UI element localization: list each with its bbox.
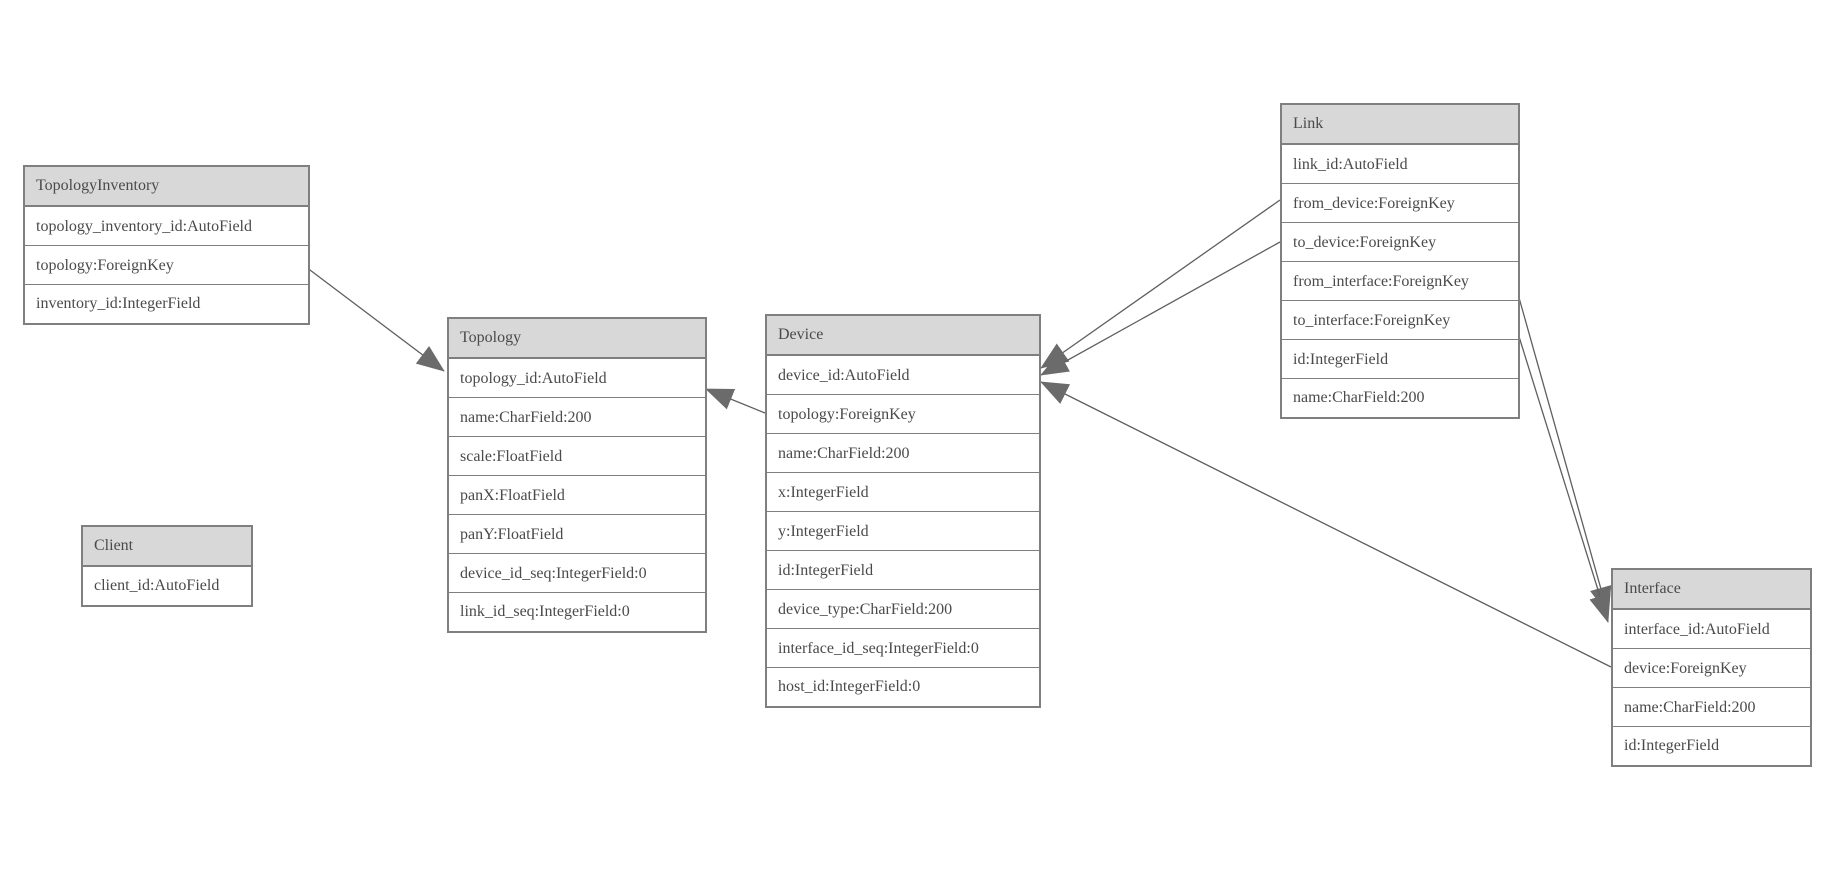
entity-field-row: topology:ForeignKey xyxy=(25,246,308,285)
entity-field-row: link_id:AutoField xyxy=(1282,145,1518,184)
relation-topologyinventory-topology-to-topology xyxy=(305,266,445,372)
entity-field-row: x:IntegerField xyxy=(767,473,1039,512)
entity-title: Client xyxy=(83,527,251,567)
relation-link-to-interface-to-interface xyxy=(1515,326,1611,623)
entity-field-row: inventory_id:IntegerField xyxy=(25,285,308,323)
relation-device-topology-to-topology xyxy=(705,388,766,414)
entity-field-row: id:IntegerField xyxy=(1613,727,1810,765)
entity-field-row: name:CharField:200 xyxy=(1282,379,1518,417)
entity-field-row: interface_id:AutoField xyxy=(1613,610,1810,649)
entity-field-row: topology_id:AutoField xyxy=(449,359,705,398)
entity-field-row: to_device:ForeignKey xyxy=(1282,223,1518,262)
entity-field-row: link_id_seq:IntegerField:0 xyxy=(449,593,705,631)
entity-title: TopologyInventory xyxy=(25,167,308,207)
entity-field-row: device_id_seq:IntegerField:0 xyxy=(449,554,705,593)
entity-field-row: device:ForeignKey xyxy=(1613,649,1810,688)
entity-field-row: scale:FloatField xyxy=(449,437,705,476)
entity-field-row: panY:FloatField xyxy=(449,515,705,554)
entity-title: Interface xyxy=(1613,570,1810,610)
entity-field-row: name:CharField:200 xyxy=(767,434,1039,473)
relation-link-from-interface-to-interface xyxy=(1515,286,1612,615)
entity-title: Topology xyxy=(449,319,705,359)
entity-field-row: panX:FloatField xyxy=(449,476,705,515)
entity-title: Device xyxy=(767,316,1039,356)
relation-link-from-device-to-device xyxy=(1040,199,1281,369)
relation-link-to-device-to-device xyxy=(1040,241,1281,376)
entity-field-row: name:CharField:200 xyxy=(1613,688,1810,727)
entity-field-row: id:IntegerField xyxy=(767,551,1039,590)
entity-field-row: id:IntegerField xyxy=(1282,340,1518,379)
entity-field-row: from_device:ForeignKey xyxy=(1282,184,1518,223)
entity-field-row: device_type:CharField:200 xyxy=(767,590,1039,629)
entity-title: Link xyxy=(1282,105,1518,145)
entity-field-row: y:IntegerField xyxy=(767,512,1039,551)
entity-field-row: client_id:AutoField xyxy=(83,567,251,605)
entity-field-row: name:CharField:200 xyxy=(449,398,705,437)
entity-field-row: topology:ForeignKey xyxy=(767,395,1039,434)
entity-field-row: from_interface:ForeignKey xyxy=(1282,262,1518,301)
entity-field-row: device_id:AutoField xyxy=(767,356,1039,395)
entity-field-row: host_id:IntegerField:0 xyxy=(767,668,1039,706)
relation-interface-device-to-device xyxy=(1040,381,1612,668)
entity-field-row: to_interface:ForeignKey xyxy=(1282,301,1518,340)
entity-field-row: topology_inventory_id:AutoField xyxy=(25,207,308,246)
entity-field-row: interface_id_seq:IntegerField:0 xyxy=(767,629,1039,668)
